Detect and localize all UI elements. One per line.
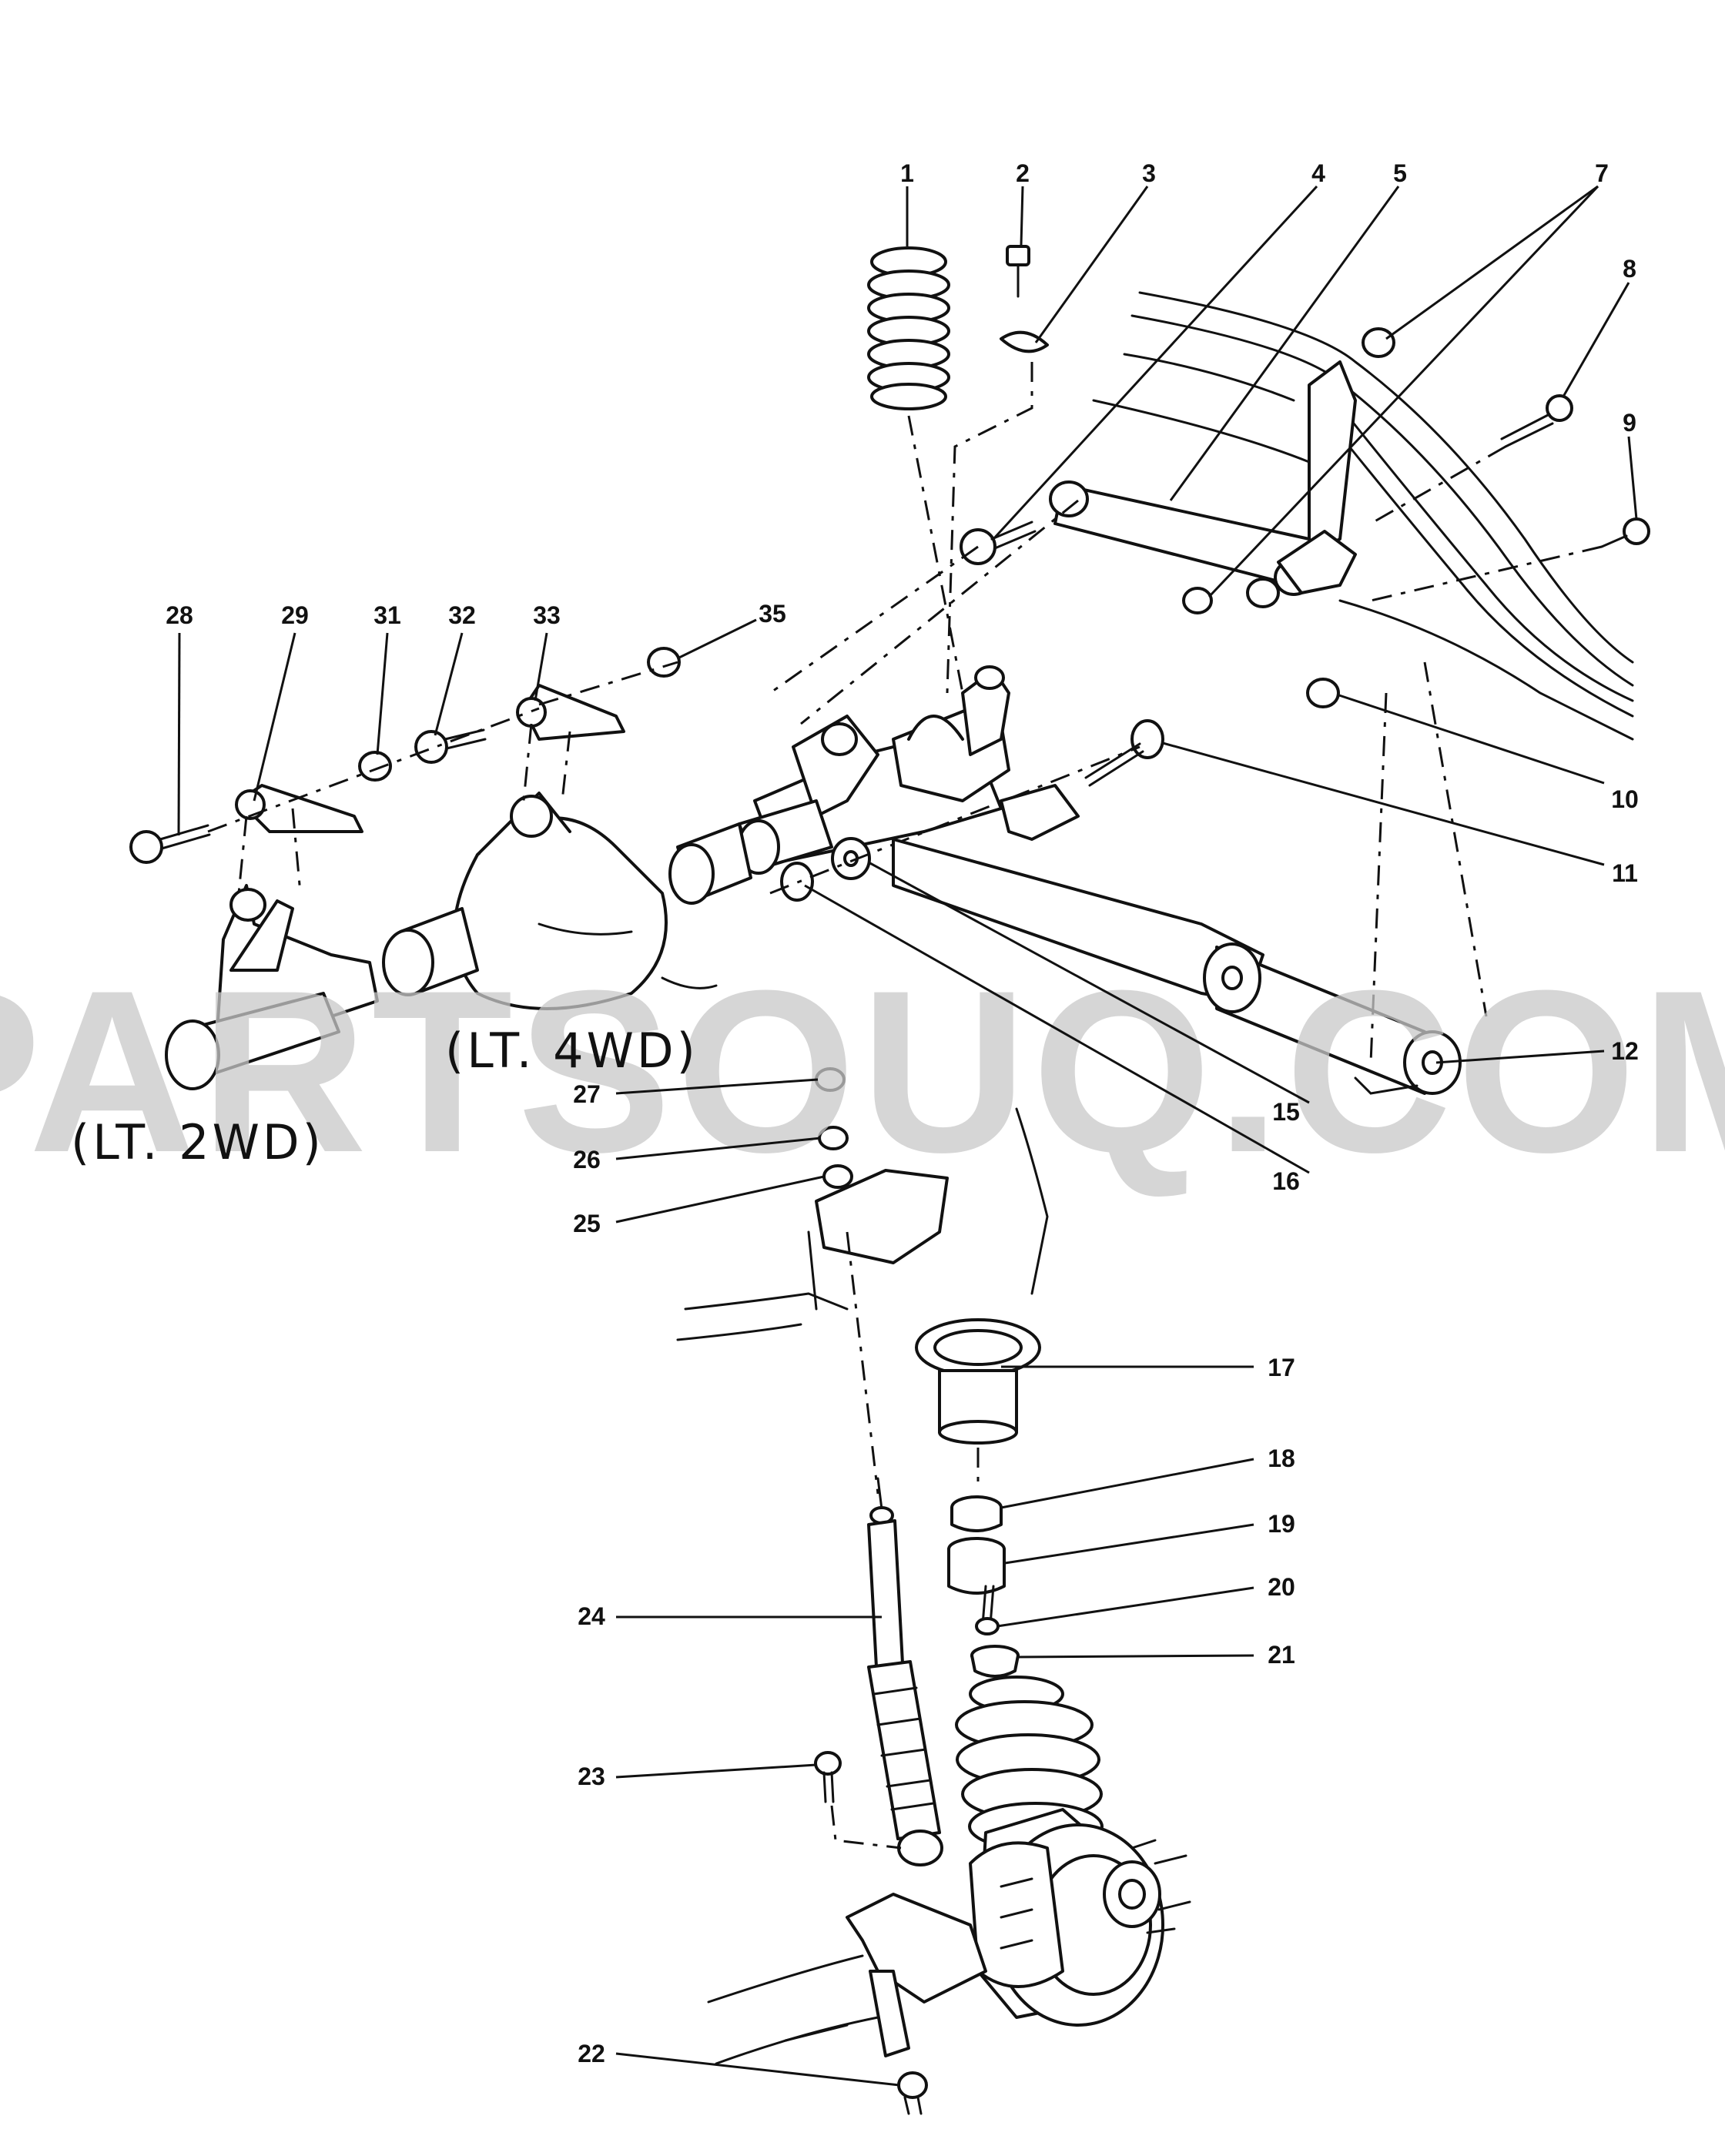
variant-label-lt-4wd: (LT. 4WD) <box>445 1023 698 1079</box>
callout-10: 10 <box>1611 785 1639 813</box>
callout-33: 33 <box>533 601 561 629</box>
callout-26: 26 <box>573 1146 601 1173</box>
callout-19: 19 <box>1268 1510 1295 1538</box>
callout-3: 3 <box>1142 159 1156 187</box>
callout-1: 1 <box>900 159 914 187</box>
bolt-part-32 <box>414 728 487 764</box>
variant-label-lt-2wd: (LT. 2WD) <box>71 1114 324 1170</box>
callout-11: 11 <box>1612 859 1638 887</box>
bushing-part-18 <box>950 1495 1003 1532</box>
leader-lines <box>177 185 1638 2087</box>
callout-32: 32 <box>448 601 476 629</box>
callout-28: 28 <box>166 601 193 629</box>
bolt-part-9 <box>1600 517 1650 548</box>
callout-24: 24 <box>578 1602 605 1630</box>
jounce-bumper-part-17 <box>915 1318 1041 1445</box>
callout-27: 27 <box>573 1080 601 1108</box>
frame-rail <box>1092 291 1634 741</box>
callout-4: 4 <box>1311 159 1325 187</box>
bolt-part-11 <box>1084 719 1164 787</box>
callout-7: 7 <box>1595 159 1609 187</box>
nut-part-35 <box>647 647 681 678</box>
callout-25: 25 <box>573 1210 601 1237</box>
insulator-part-21 <box>970 1645 1020 1678</box>
bolt-part-28 <box>129 824 211 864</box>
lower-arm-bracket <box>707 1893 987 2065</box>
callout-29: 29 <box>281 601 309 629</box>
bolt-part-2 <box>1006 245 1030 298</box>
callout-9: 9 <box>1623 409 1636 437</box>
bolt-part-20 <box>975 1585 1000 1635</box>
callout-5: 5 <box>1393 159 1407 187</box>
clip-part-3 <box>1000 330 1049 353</box>
callout-35: 35 <box>759 600 786 628</box>
callout-31: 31 <box>373 601 401 629</box>
callout-21: 21 <box>1268 1641 1295 1669</box>
bolt-part-4 <box>960 521 1037 565</box>
callout-22: 22 <box>578 2040 605 2067</box>
callout-2: 2 <box>1016 159 1030 187</box>
bolt-part-23 <box>814 1751 842 1803</box>
bushing-part-19 <box>947 1537 1006 1595</box>
nut-part-22 <box>897 2071 928 2115</box>
brake-rotor-hub <box>969 1808 1191 2027</box>
callout-18: 18 <box>1268 1445 1295 1472</box>
callout-17: 17 <box>1268 1354 1295 1381</box>
callout-20: 20 <box>1268 1573 1295 1601</box>
lower-arm-2wd <box>165 684 625 1090</box>
callout-8: 8 <box>1623 255 1636 283</box>
callout-labels: 1 2 3 4 5 7 8 9 10 11 12 15 16 17 18 19 … <box>166 159 1639 2067</box>
lower-control-arm <box>892 838 1462 1095</box>
front-axle-4wd <box>382 665 1080 1010</box>
shock-absorber-part-24 <box>867 1477 943 1866</box>
upper-control-arm <box>1049 480 1357 608</box>
nut-part-31 <box>358 751 392 782</box>
bolt-part-8 <box>1500 394 1573 448</box>
nut-part-10 <box>1306 678 1340 708</box>
callout-12: 12 <box>1611 1037 1639 1065</box>
coil-spring-lower <box>955 1676 1104 1851</box>
nut-part-7b <box>1182 587 1213 614</box>
callout-16: 16 <box>1272 1167 1300 1195</box>
watermark: PARTSOUQ.COM <box>0 942 1725 1200</box>
nut-part-7a <box>1362 327 1395 358</box>
callout-15: 15 <box>1272 1098 1300 1126</box>
coil-spring-upper <box>867 246 950 410</box>
callout-23: 23 <box>578 1763 605 1790</box>
washer-part-15 <box>831 837 871 880</box>
